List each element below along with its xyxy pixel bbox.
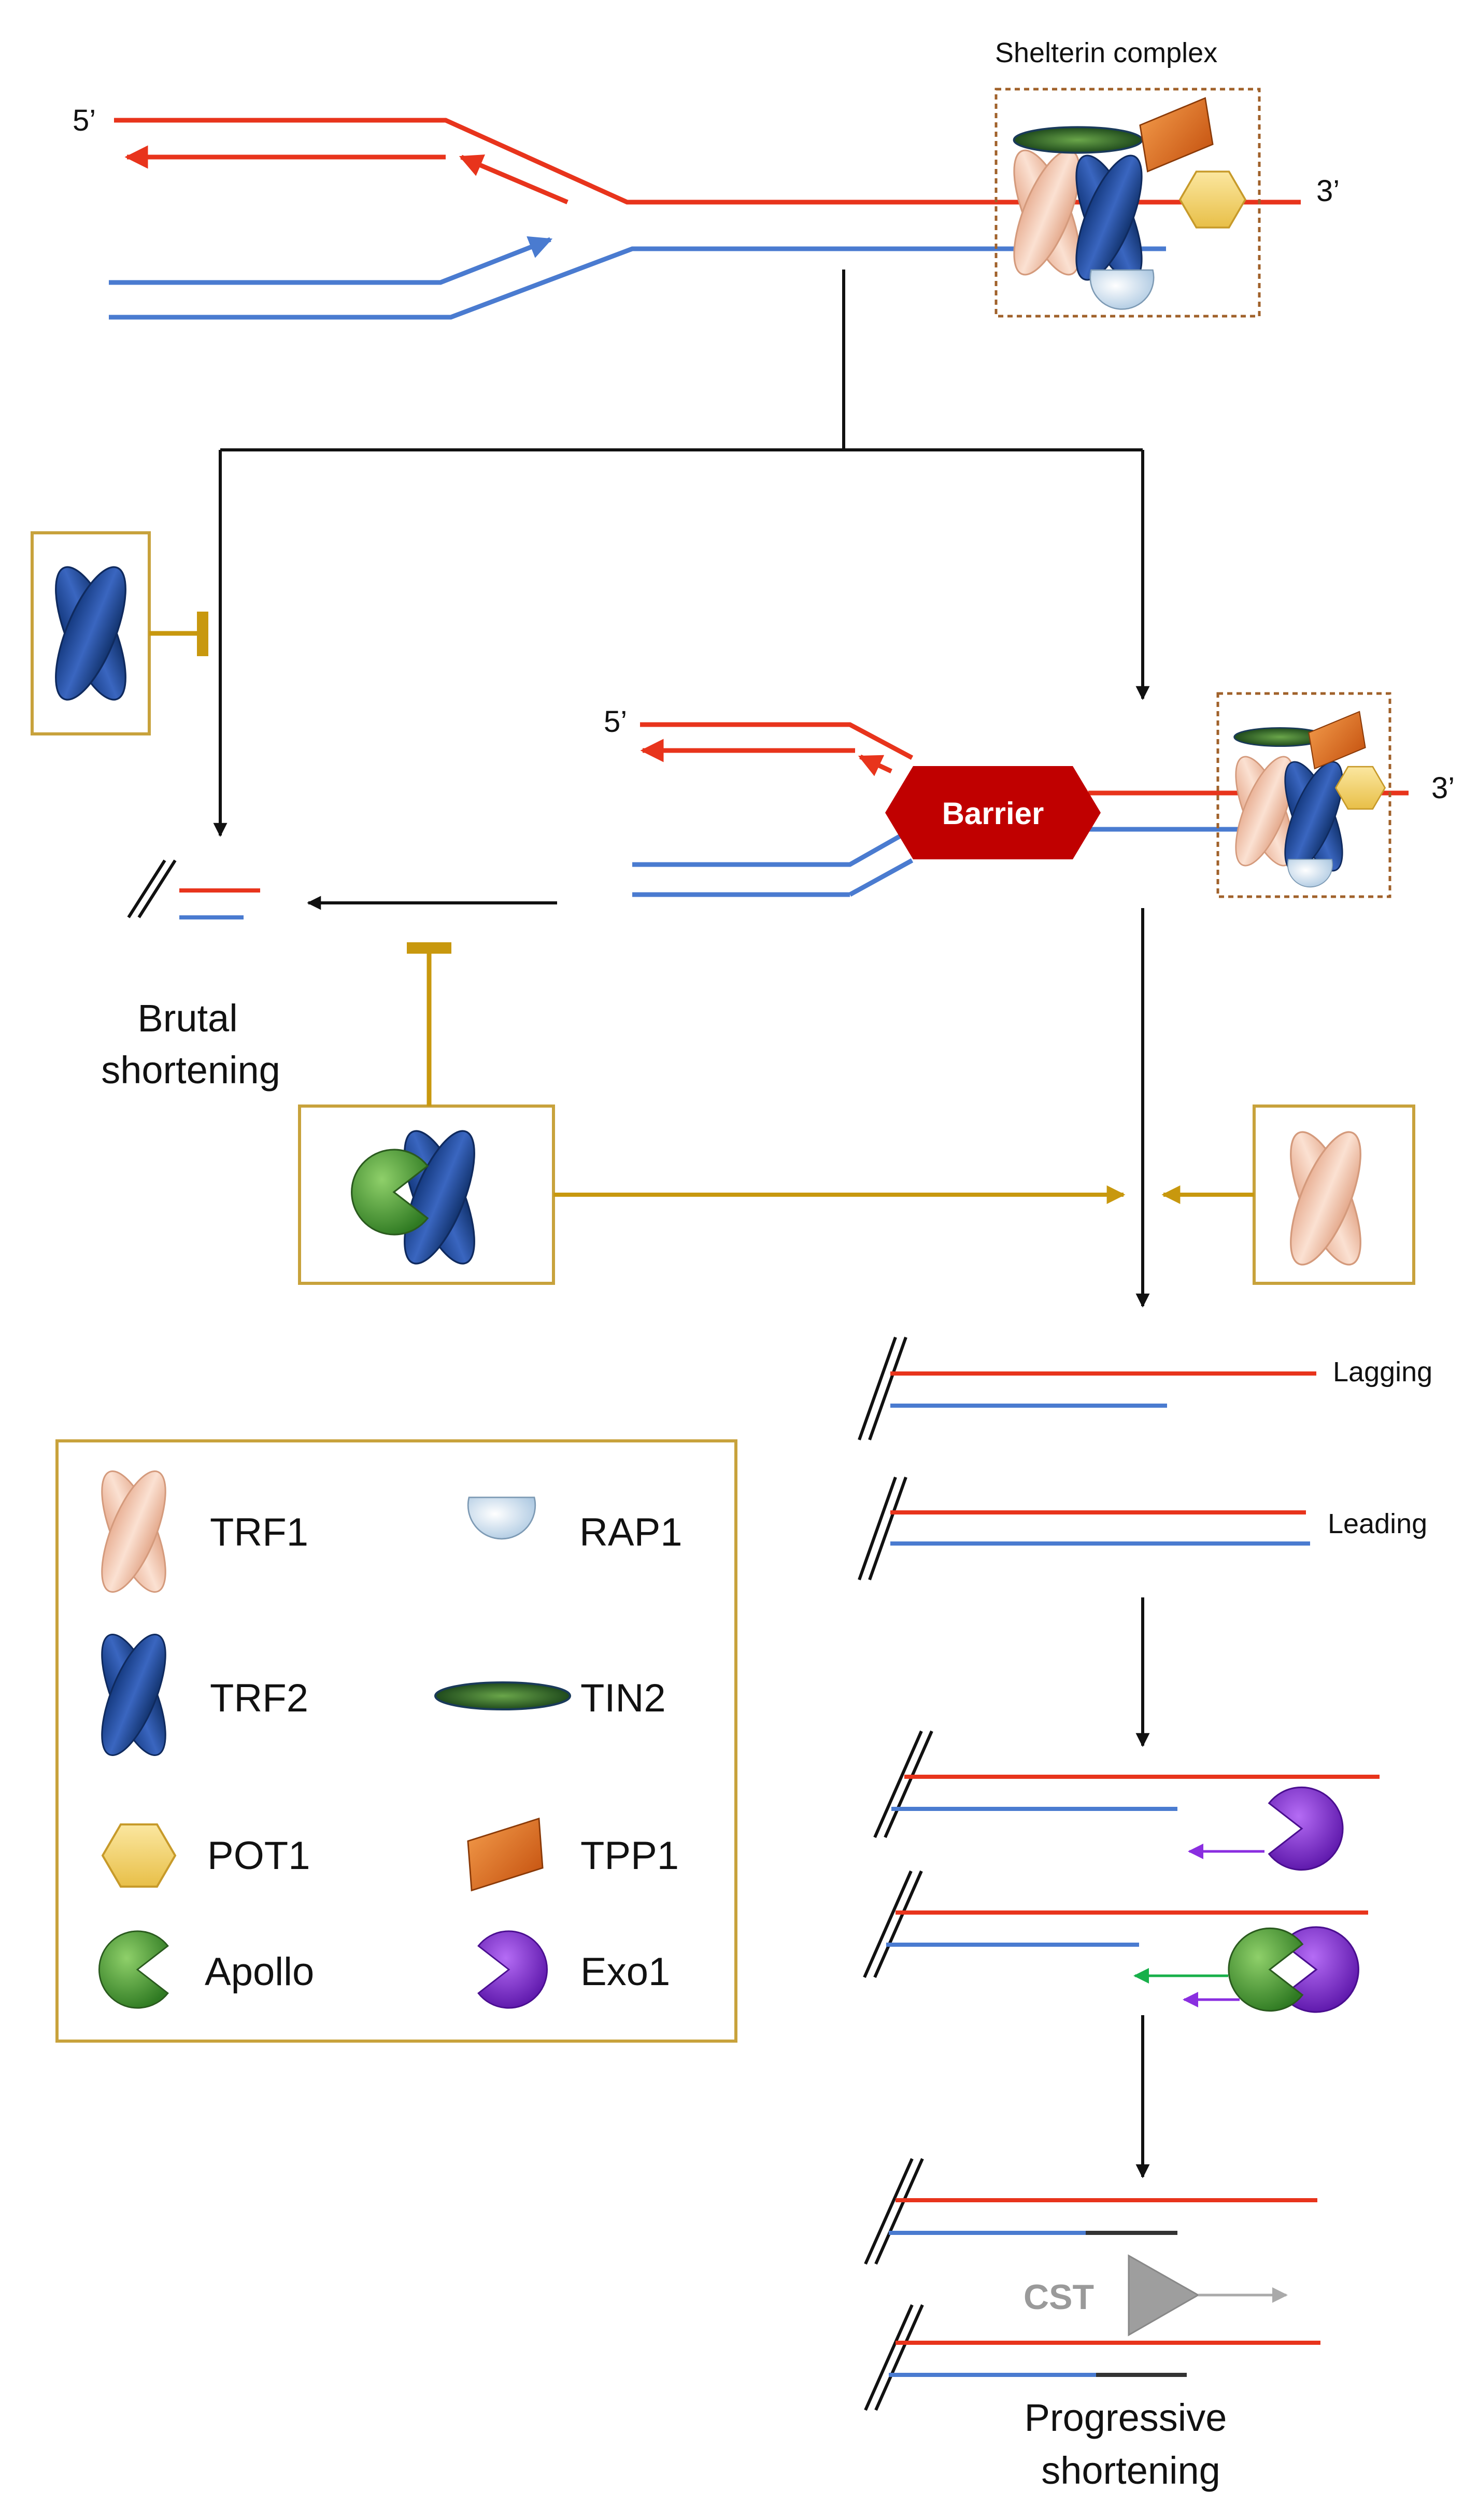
legend-trf2-label: TRF2 [210, 1676, 308, 1720]
exo1-resection [873, 1730, 1380, 1871]
inhibition-bar [197, 612, 208, 656]
barrier-blue-strand [632, 827, 1329, 867]
inhibition-bar [407, 942, 451, 954]
trf2-inhibitor-box [31, 531, 208, 735]
legend-tin2-label: TIN2 [580, 1676, 666, 1720]
progressive-shortening-label: shortening [1041, 2449, 1220, 2492]
tin2-icon [1013, 126, 1143, 154]
legend-trf1-label: TRF1 [210, 1510, 308, 1554]
cst-label: CST [1024, 2277, 1094, 2317]
apollo-trf2-box [298, 942, 1126, 1285]
three-prime-label-top: 3’ [1316, 174, 1340, 208]
branch-arrows [213, 270, 1150, 837]
rap1-icon [1089, 269, 1155, 310]
legend-exo1-label: Exo1 [580, 1950, 670, 1994]
progressive-label: Progressive [1025, 2396, 1227, 2439]
exo1-icon [1268, 1786, 1344, 1871]
top-red-okazaki-arrow-2 [459, 154, 569, 205]
top-blue-parental-strand [109, 246, 1166, 320]
apollo-icon [1228, 1927, 1303, 2012]
legend-apollo-label: Apollo [205, 1950, 314, 1994]
brutal-label: Brutal [137, 997, 237, 1040]
brutal-shortening-result: Brutal shortening [101, 859, 557, 1092]
shelterin-complex-label: Shelterin complex [995, 37, 1217, 68]
legend-box [55, 1439, 737, 2043]
lagging-leading-products: Lagging Leading [858, 1337, 1432, 1580]
barrier-red-strand [640, 722, 914, 760]
shelterin-complex-top: Shelterin complex [994, 37, 1261, 318]
trf1-box-right [1161, 1105, 1415, 1285]
shortening-label: shortening [101, 1049, 280, 1092]
tpp1-icon [1132, 97, 1220, 173]
pot1-icon [1179, 171, 1246, 229]
legend: TRF1 RAP1 TRF2 TIN2 POT1 TPP1 Apollo Exo… [55, 1439, 737, 2043]
trf2-icon [1062, 147, 1156, 289]
shelterin-complex-barrier [1216, 692, 1391, 898]
legend-tpp1-label: TPP1 [580, 1834, 679, 1878]
legend-tin2-icon [434, 1681, 571, 1710]
top-red-parental-strand [114, 118, 1301, 205]
legend-rap1-label: RAP1 [579, 1510, 683, 1554]
pot1-icon [1335, 766, 1386, 810]
leading-label: Leading [1328, 1508, 1427, 1539]
top-blue-leading-arrow [109, 236, 553, 285]
rap1-icon [1287, 859, 1333, 888]
lagging-label: Lagging [1333, 1356, 1432, 1388]
barrier-label: Barrier [942, 796, 1044, 831]
apollo-exo1-resection [863, 1870, 1368, 2013]
shelterin-box-top [994, 88, 1261, 318]
top-replication-fork: 5’ 3’ [73, 104, 1340, 320]
cst-triangle [1128, 2254, 1200, 2337]
barrier-hexagon [885, 766, 1101, 859]
five-prime-label-barrier: 5’ [604, 705, 627, 739]
barrier-red-arrow-2 [858, 754, 892, 776]
progressive-shortening-result: CST Progressive shortening [864, 2158, 1320, 2492]
five-prime-label-top: 5’ [73, 104, 96, 137]
tpp1-icon [1302, 711, 1372, 770]
three-prime-label-barrier: 3’ [1431, 771, 1455, 805]
legend-pot1-label: POT1 [207, 1834, 310, 1878]
shelterin-box-barrier [1216, 692, 1391, 898]
